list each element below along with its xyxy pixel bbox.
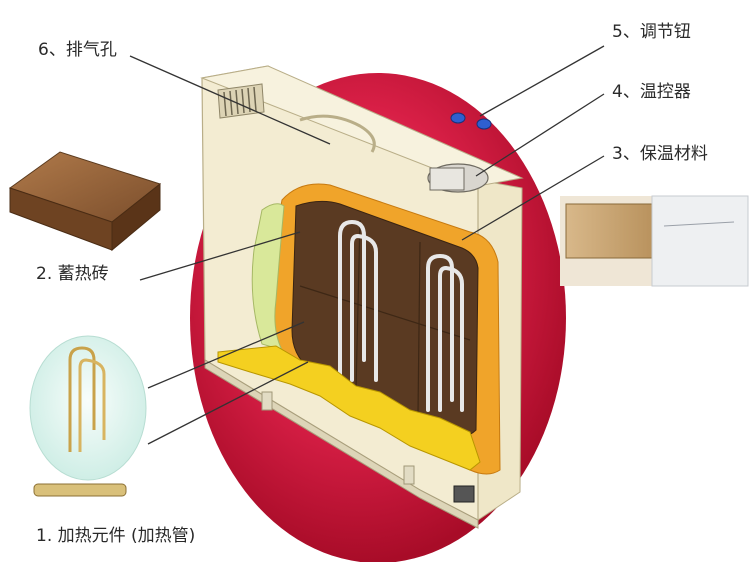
label-knob: 5、调节钮 xyxy=(612,22,691,42)
wiring-block xyxy=(453,485,475,503)
label-insulation: 3、保温材料 xyxy=(612,144,708,164)
inner-lining xyxy=(251,203,285,351)
vent-grille xyxy=(217,83,265,119)
adjustment-knob-icon xyxy=(450,112,492,130)
label-brick: 2. 蓄热砖 xyxy=(36,264,109,284)
insulation-sample-icon xyxy=(560,195,749,287)
leader-lines xyxy=(129,45,605,445)
base-frame xyxy=(217,345,481,471)
heating-tube-icon xyxy=(29,335,147,497)
brick-sample-icon xyxy=(8,151,162,252)
label-vent: 6、排气孔 xyxy=(38,40,117,60)
top-compartment-pipe xyxy=(299,114,376,153)
label-thermostat: 4、温控器 xyxy=(612,82,691,102)
cabinet-foot xyxy=(261,391,273,411)
heating-tubes xyxy=(338,219,464,412)
label-element: 1. 加热元件 (加热管) xyxy=(36,526,196,546)
brick-seam xyxy=(417,241,421,415)
brick-seam xyxy=(355,219,361,391)
thermostat-box xyxy=(429,167,465,191)
cabinet-foot xyxy=(403,465,415,485)
cabinet-lower-front xyxy=(204,359,479,529)
